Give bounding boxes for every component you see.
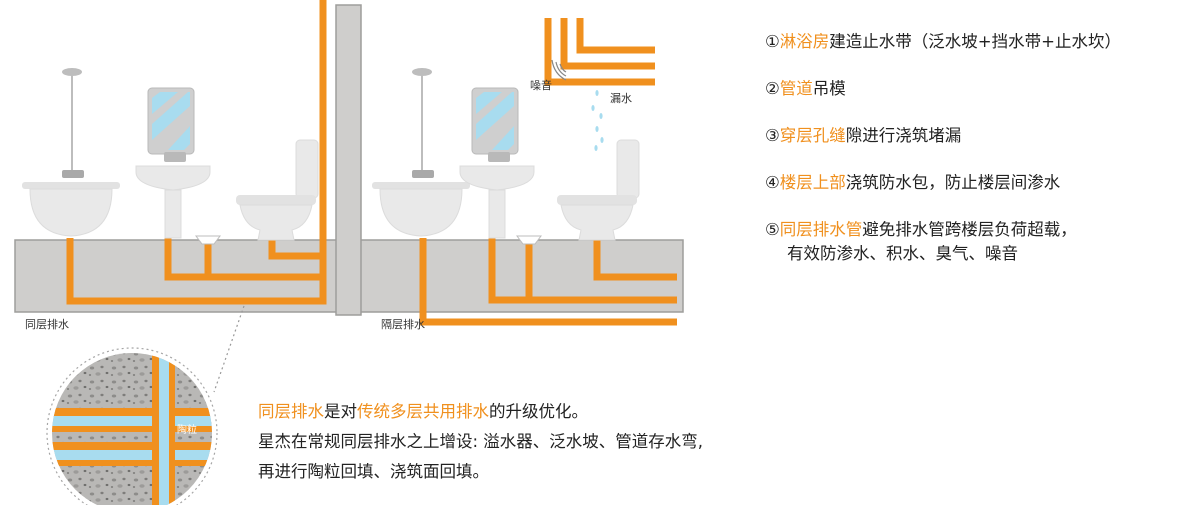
feature-highlight: 淋浴房 [779, 32, 830, 51]
right-bathtub [372, 182, 470, 237]
feature-text-continued: 有效防渗水、积水、臭气、噪音 [787, 244, 1018, 263]
feature-highlight: 管道 [779, 79, 813, 98]
right-toilet [557, 139, 640, 241]
summary-text-part: 是对 [324, 402, 357, 421]
feature-text: 浇筑防水包，防止楼层间渗水 [845, 173, 1061, 192]
feature-num: ② [765, 79, 780, 98]
wall-column [335, 4, 362, 316]
left-mirror [147, 87, 195, 155]
feature-item-3: ③穿层孔缝隙进行浇筑堵漏 [765, 124, 1195, 148]
feature-highlight: 同层排水管 [779, 220, 863, 239]
summary-line-3: 再进行陶粒回填、浇筑面回填。 [258, 462, 489, 481]
leak-label: 漏水 [610, 92, 632, 105]
noise-waves-icon [551, 59, 567, 81]
same-floor-pipes [66, 0, 327, 305]
callout-line [213, 305, 245, 393]
feature-item-1: ①淋浴房建造止水带（泛水坡+挡水带+止水坎） [765, 30, 1195, 54]
feature-list: ①淋浴房建造止水带（泛水坡+挡水带+止水坎） ②管道吊模 ③穿层孔缝隙进行浇筑堵… [765, 30, 1195, 289]
summary-text-part: 的升级优化。 [489, 402, 588, 421]
feature-highlight: 穿层孔缝 [779, 126, 846, 145]
noise-label: 噪音 [530, 78, 552, 92]
right-shower [412, 68, 434, 178]
left-floor-drain [195, 235, 221, 245]
cross-floor-label: 隔层排水 [381, 317, 425, 331]
feature-item-5: ⑤同层排水管避免排水管跨楼层负荷超载， 有效防渗水、积水、臭气、噪音 [765, 218, 1195, 266]
feature-text: 避免排水管跨楼层负荷超载， [862, 220, 1077, 239]
summary-line-1: 同层排水是对传统多层共用排水的升级优化。 [258, 397, 778, 427]
summary-highlight: 传统多层共用排水 [357, 402, 489, 421]
magnified-detail: 陶粒 [46, 347, 218, 505]
feature-text: 建造止水带（泛水坡+挡水带+止水坎） [829, 32, 1121, 51]
summary-line-2: 星杰在常规同层排水之上增设: 溢水器、泛水坡、管道存水弯, [258, 432, 704, 451]
left-washbasin [135, 152, 211, 239]
feature-text: 隙进行浇筑堵漏 [845, 126, 962, 145]
right-mirror [471, 87, 519, 155]
feature-highlight: 楼层上部 [779, 173, 846, 192]
ceramsite-label: 陶粒 [177, 423, 197, 436]
left-shower [62, 68, 84, 178]
feature-num: ⑤ [765, 220, 780, 239]
left-bathtub [22, 182, 120, 237]
left-toilet [236, 139, 319, 241]
summary-highlight: 同层排水 [258, 402, 324, 421]
feature-item-2: ②管道吊模 [765, 77, 1195, 101]
cross-floor-pipes [419, 18, 677, 326]
summary-text: 同层排水是对传统多层共用排水的升级优化。 星杰在常规同层排水之上增设: 溢水器、… [258, 397, 778, 487]
feature-num: ③ [765, 126, 780, 145]
water-drops-icon [591, 90, 604, 151]
feature-item-4: ④楼层上部浇筑防水包，防止楼层间渗水 [765, 171, 1195, 195]
feature-num: ④ [765, 173, 780, 192]
feature-num: ① [765, 32, 780, 51]
right-washbasin [459, 152, 535, 239]
right-floor-drain [516, 235, 542, 245]
feature-text: 吊模 [812, 79, 846, 98]
same-floor-label: 同层排水 [25, 317, 69, 331]
